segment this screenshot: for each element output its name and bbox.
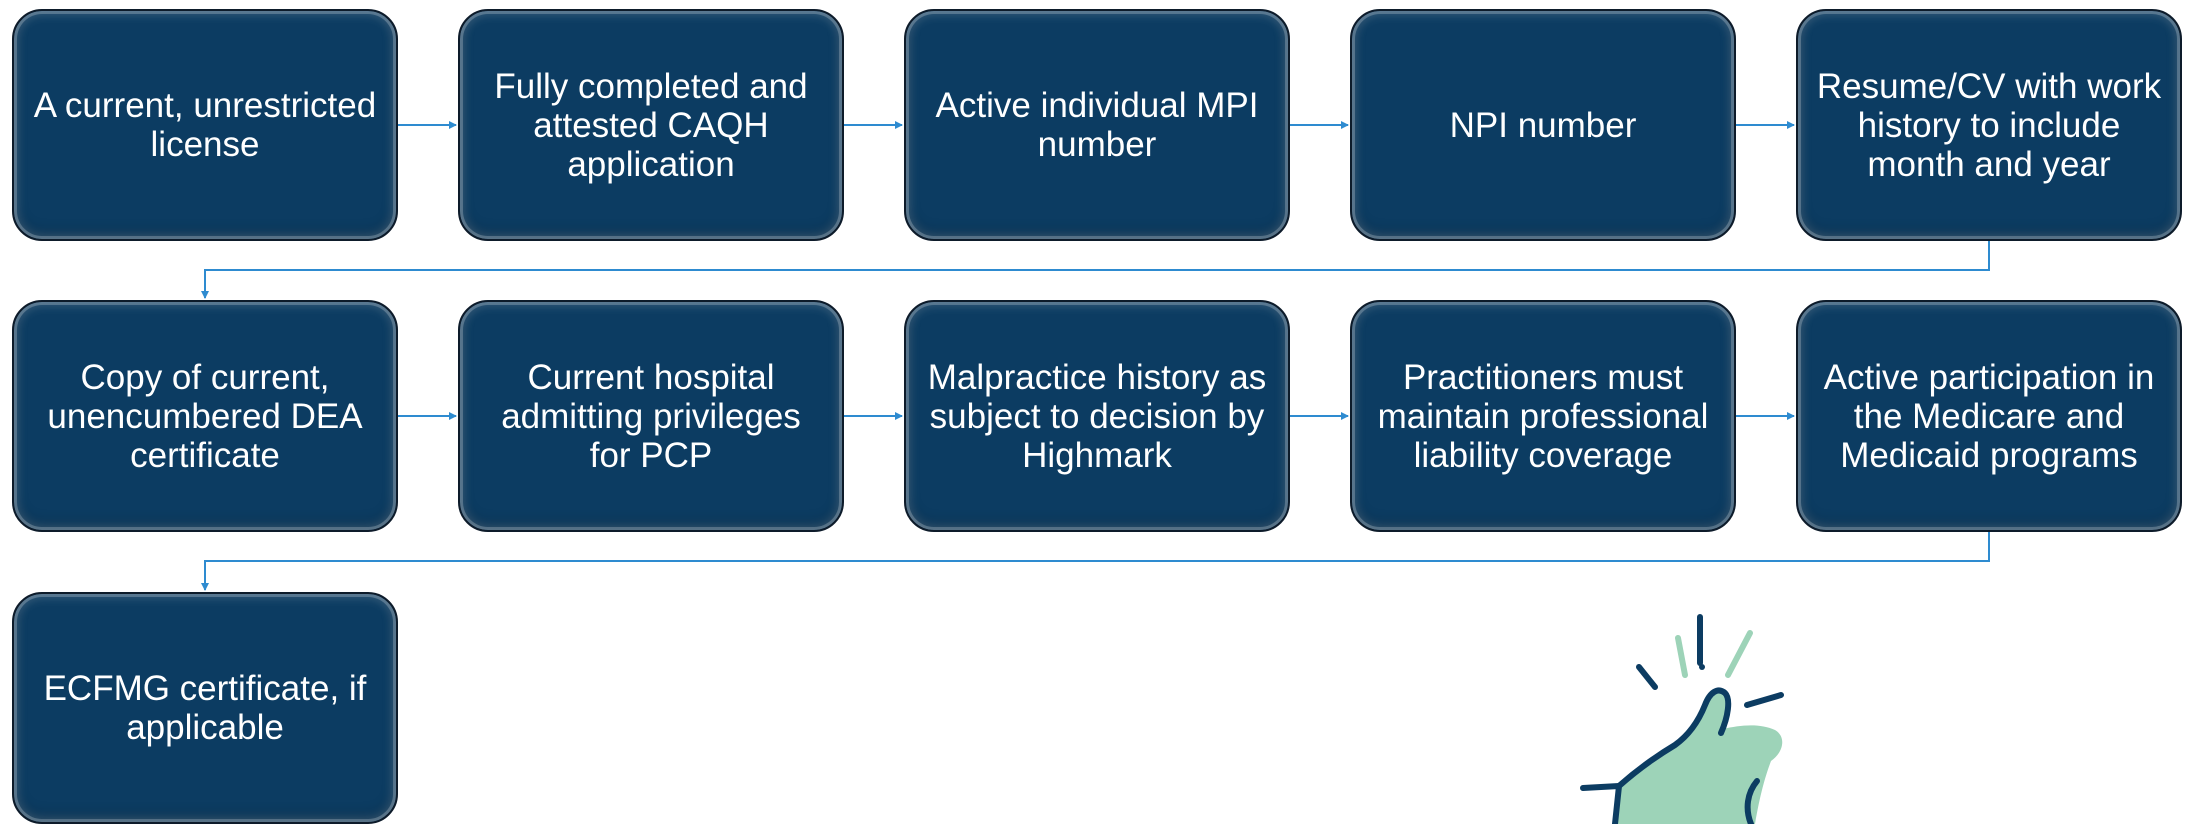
step-box-malpractice-history: Malpractice history as subject to decisi… [904,300,1290,532]
step-label: Practitioners must maintain professional… [1377,357,1709,475]
step-label: NPI number [1449,105,1637,145]
step-box-current-unrestricted-license: A current, unrestricted license [12,9,398,241]
spark-line-icon [1725,630,1753,678]
step-box-mpi-number: Active individual MPI number [904,9,1290,241]
step-box-caqh-application: Fully completed and attested CAQH applic… [458,9,844,241]
step-label: Active individual MPI number [935,86,1259,164]
step-label: Copy of current, unencumbered DEA certif… [47,357,363,475]
snapping-fingers-hand-icon [1580,614,1784,824]
step-label: Malpractice history as subject to decisi… [927,357,1267,475]
step-box-medicare-medicaid-participation: Active participation in the Medicare and… [1796,300,2182,532]
step-label: Resume/CV with work history to include m… [1816,66,2162,184]
flow-wrap-connector [201,241,1990,299]
step-box-dea-certificate: Copy of current, unencumbered DEA certif… [12,300,398,532]
step-label: ECFMG certificate, if applicable [43,669,367,747]
step-label: Active participation in the Medicare and… [1823,357,2155,475]
step-box-resume-cv: Resume/CV with work history to include m… [1796,9,2182,241]
spark-line-icon [1636,664,1658,690]
step-label: Fully completed and attested CAQH applic… [494,66,808,184]
step-box-ecfmg-certificate: ECFMG certificate, if applicable [12,592,398,824]
step-box-npi-number: NPI number [1350,9,1736,241]
flow-wrap-connector [201,532,1990,591]
step-label: A current, unrestricted license [33,86,377,164]
step-box-hospital-admitting-privileges: Current hospital admitting privileges fo… [458,300,844,532]
spark-line-icon [1675,635,1688,678]
step-label: Current hospital admitting privileges fo… [501,357,801,475]
step-box-liability-coverage: Practitioners must maintain professional… [1350,300,1736,532]
spark-line-icon [1744,692,1784,708]
